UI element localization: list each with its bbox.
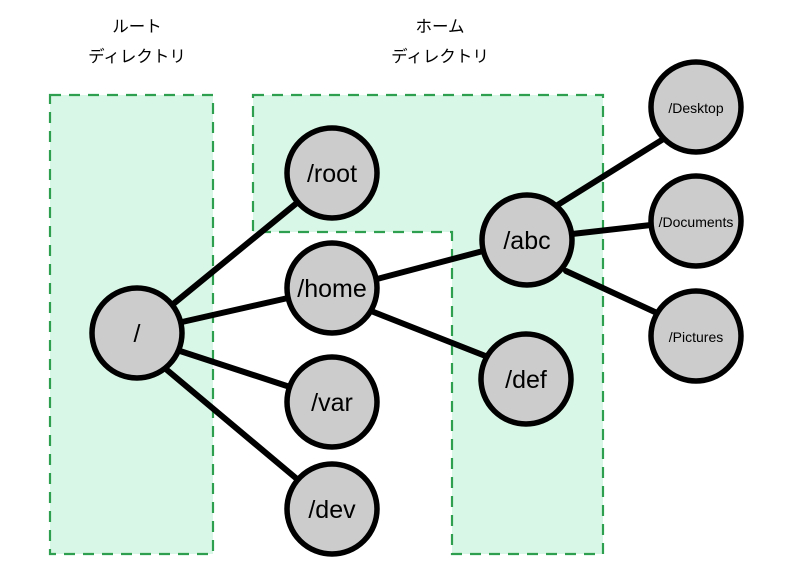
edge-home-to-abc [374, 248, 486, 282]
node-def-circle [478, 331, 574, 427]
edge-layer [164, 135, 668, 482]
node-abc[interactable]: /abc [479, 192, 575, 288]
node-root-label: / [134, 320, 141, 348]
node-dev-circle [284, 461, 380, 557]
edge-abc-to-desktop [553, 135, 668, 209]
node-root-dir[interactable]: /root [284, 125, 380, 221]
node-root-circle [89, 285, 185, 381]
home-directory-region-outline [251, 93, 605, 556]
root-directory-region-caption-line2: ディレクトリ [88, 46, 186, 66]
home-directory-region-caption-line2: ディレクトリ [391, 46, 489, 66]
node-var-circle [284, 354, 380, 450]
node-layer: / /root/home/var/dev/abc/def/Desktop/Docu… [89, 59, 744, 557]
node-documents[interactable]: /Documents [648, 173, 744, 269]
node-var-label: /var [311, 389, 353, 417]
home-directory-region-caption-line1: ホーム [415, 18, 464, 36]
edge-root-to-var [177, 348, 293, 390]
edge-root-to-dev [164, 367, 300, 482]
node-pictures-label: /Pictures [669, 329, 723, 345]
root-directory-region-outline [48, 93, 215, 556]
edge-root-to-home [179, 295, 291, 325]
node-pictures-circle [648, 288, 744, 384]
node-root-dir-label: /root [307, 160, 357, 188]
node-def[interactable]: /def [478, 331, 574, 427]
node-dev-label: /dev [308, 496, 356, 524]
edge-abc-to-documents [569, 222, 654, 237]
node-abc-circle [479, 192, 575, 288]
node-def-label: /def [505, 366, 547, 394]
edge-home-to-def [368, 308, 491, 360]
node-desktop[interactable]: /Desktop [648, 59, 744, 155]
node-var[interactable]: /var [284, 354, 380, 450]
node-abc-label: /abc [503, 227, 550, 255]
node-desktop-circle [648, 59, 744, 155]
node-root-dir-circle [284, 125, 380, 221]
node-documents-label: /Documents [659, 214, 734, 230]
node-home-label: /home [297, 275, 366, 303]
edge-abc-to-pictures [563, 268, 660, 316]
node-desktop-label: /Desktop [668, 100, 723, 116]
node-home-circle [284, 240, 380, 336]
node-pictures[interactable]: /Pictures [648, 288, 744, 384]
edge-root-to-root-dir [169, 199, 301, 308]
region-outline-layer [48, 93, 605, 556]
node-documents-circle [648, 173, 744, 269]
node-dev[interactable]: /dev [284, 461, 380, 557]
node-root[interactable]: / [89, 285, 185, 381]
node-home[interactable]: /home [284, 240, 380, 336]
root-directory-region-caption-line1: ルート [112, 18, 162, 36]
